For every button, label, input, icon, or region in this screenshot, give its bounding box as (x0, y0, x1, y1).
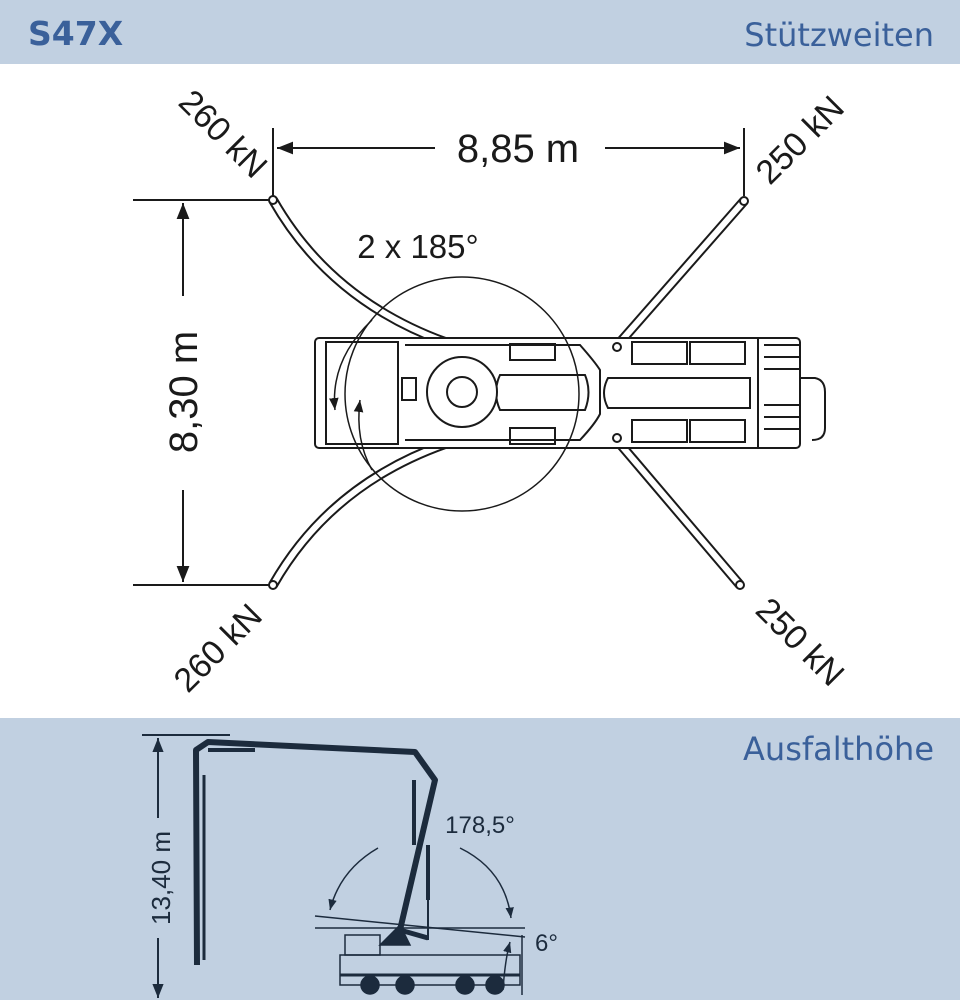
slewing-circle (344, 276, 580, 512)
turret-center (446, 376, 478, 408)
slewing-label: 2 x 185° (357, 228, 478, 265)
truck-side-view (339, 923, 523, 995)
unfold-panel: Ausfalthöhe (0, 718, 960, 1000)
header: S47X Stützweiten (0, 0, 960, 64)
tilt-label: 6° (535, 930, 558, 957)
model-name: S47X (28, 14, 124, 53)
truck-top-view (314, 337, 826, 449)
outrigger-front-right (611, 197, 748, 352)
length-label: 8,30 m (162, 331, 206, 453)
section-title-unfold: Ausfalthöhe (743, 730, 934, 768)
angle-lines (314, 847, 526, 991)
outrigger-rear-right (611, 434, 744, 589)
outrigger-front-left (268, 197, 447, 347)
angle-label: 178,5° (445, 812, 515, 839)
slew-arrow-ccw (329, 319, 373, 411)
load-rear-left: 260 kN (167, 597, 270, 700)
load-front-right: 250 kN (749, 89, 852, 192)
load-rear-right: 250 kN (748, 591, 851, 694)
load-front-left: 260 kN (171, 83, 274, 186)
section-title-outriggers: Stützweiten (744, 16, 934, 54)
boom (193, 739, 438, 966)
turret (426, 356, 498, 428)
slew-arrow-cw (353, 399, 373, 471)
outrigger-diagram: 8,85 m 8,30 m 2 x 185° 260 kN 250 kN 260… (133, 83, 852, 700)
unfold-diagram: 13,40 m 178,5° 6° (142, 734, 558, 998)
unfold-height-label: 13,40 m (146, 831, 176, 925)
width-label: 8,85 m (457, 127, 579, 171)
outrigger-rear-left (268, 439, 447, 588)
